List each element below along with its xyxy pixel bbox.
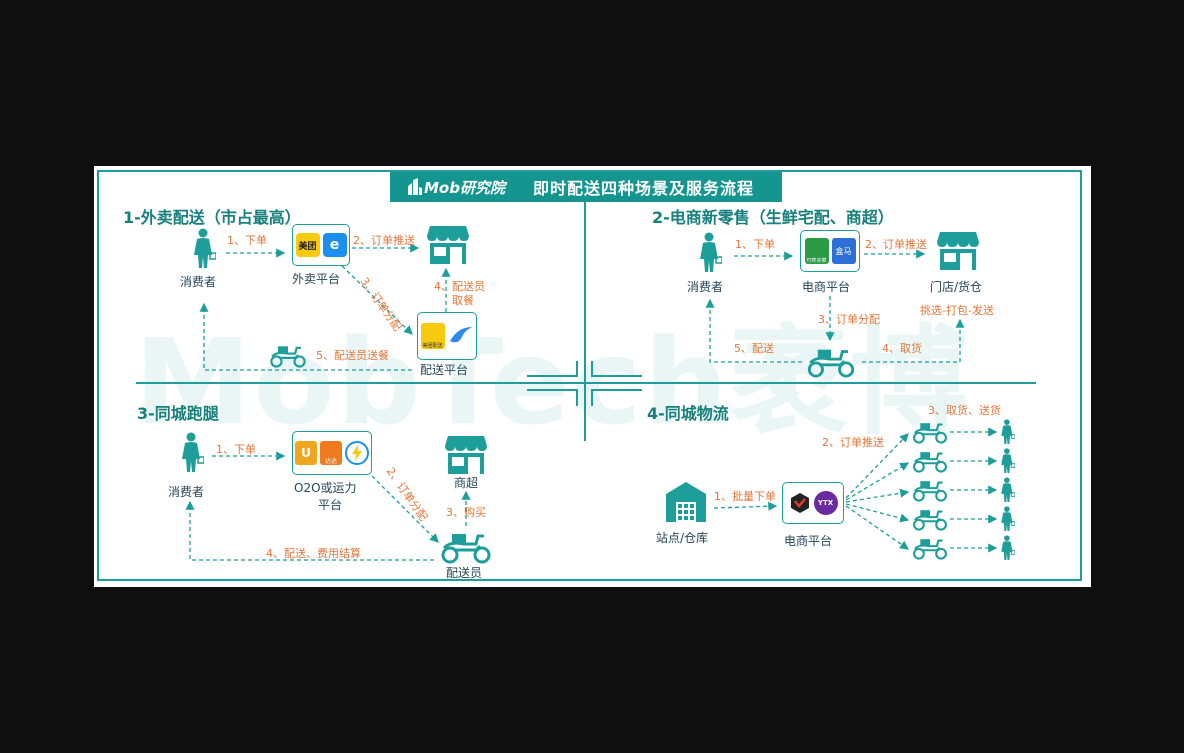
infographic-card: MobTech袤博 Mob研究院 即时配送四种场景及服务流程	[94, 166, 1091, 587]
s1-takeout-platform-box: 美团 e	[292, 224, 350, 266]
s4-scooter-icon-1	[912, 419, 948, 444]
s4-ecommerce-platform-label: 电商平台	[784, 534, 833, 548]
s2-step4: 4、取货	[882, 342, 922, 355]
section4-title: 4-同城物流	[647, 404, 729, 423]
s4-consumer-icon-4	[1000, 506, 1015, 531]
logo: Mob研究院	[406, 177, 505, 198]
s1-step4b: 取餐	[452, 294, 474, 307]
s4-warehouse-label: 站点/仓库	[656, 531, 709, 545]
section2-title: 2-电商新零售（生鲜宅配、商超）	[652, 208, 894, 227]
s1-step1: 1、下单	[227, 234, 267, 247]
s2-consumer-label: 消费者	[687, 280, 724, 294]
s4-consumer-icon-3	[1000, 477, 1015, 502]
lightning-app-icon	[345, 441, 369, 465]
s1-step2: 2、订单推送	[353, 234, 415, 247]
logistics-app-icon	[790, 493, 809, 513]
s1-consumer-label: 消费者	[180, 275, 217, 289]
divider-lines	[136, 202, 1036, 441]
s3-step4: 4、配送、费用结算	[266, 547, 361, 560]
s2-ecommerce-platform-box: 叮咚买菜 盒马	[800, 230, 860, 272]
s3-courier-label: 配送员	[446, 566, 483, 580]
s3-o2o-platform-label-1: O2O或运力	[294, 481, 357, 495]
s4-consumer-icon-1	[1000, 419, 1015, 444]
s4-scooter-icon-2	[912, 448, 948, 473]
s4-step1: 1、批量下单	[714, 490, 776, 503]
s1-step4: 4、配送员	[434, 280, 485, 293]
s3-supermarket-label: 商超	[454, 476, 479, 490]
s4-scooter-icon-3	[912, 477, 948, 502]
s4-scooter-icon-4	[912, 506, 948, 531]
s1-delivery-platform-box: 美团配送	[417, 312, 477, 360]
s3-flow-arrows	[185, 451, 471, 561]
s3-consumer-label: 消费者	[168, 485, 205, 499]
logo-building-icon	[408, 178, 422, 195]
s4-step3: 3、取货、送货	[928, 404, 1001, 417]
ytx-app-icon: YTX	[813, 491, 838, 515]
s2-ecommerce-platform-label: 电商平台	[802, 280, 851, 294]
section1-title: 1-外卖配送（市占最高）	[123, 208, 301, 227]
s4-consumer-icon-2	[1000, 448, 1015, 473]
s3-o2o-platform-box: U 达达	[292, 431, 372, 475]
s4-consumer-icon-5	[1000, 535, 1015, 560]
s1-flow-arrows	[199, 243, 451, 371]
meituan-app-icon: 美团	[295, 233, 320, 257]
s2-step3: 3、订单分配	[818, 313, 880, 326]
s4-scooter-icon-5	[912, 535, 948, 560]
s1-step5: 5、配送员送餐	[316, 349, 389, 362]
s1-takeout-platform-label: 外卖平台	[292, 272, 341, 286]
title-bar: Mob研究院 即时配送四种场景及服务流程	[390, 172, 782, 202]
s2-store-label: 门店/货仓	[930, 280, 983, 294]
eleme-app-icon: e	[322, 233, 347, 257]
outer-frame	[97, 170, 1082, 581]
section3-title: 3-同城跑腿	[137, 404, 219, 423]
meituan-delivery-icon: 美团配送	[420, 323, 445, 349]
s2-store-note: 挑选-打包-发送	[920, 304, 994, 317]
s2-step2: 2、订单推送	[865, 238, 927, 251]
hema-app-icon: 盒马	[831, 238, 856, 264]
s1-delivery-platform-label: 配送平台	[420, 363, 469, 377]
s4-ecommerce-platform-box: YTX	[782, 482, 844, 524]
s3-step3: 3、购买	[446, 506, 486, 519]
uu-app-icon: U	[295, 441, 317, 465]
logo-text: Mob研究院	[424, 178, 505, 197]
s4-step2: 2、订单推送	[822, 436, 884, 449]
page-title: 即时配送四种场景及服务流程	[532, 179, 754, 198]
s2-step5: 5、配送	[734, 342, 774, 355]
s3-step1: 1、下单	[216, 443, 256, 456]
fengniao-bird-icon	[449, 327, 472, 343]
dingdong-app-icon: 叮咚买菜	[804, 238, 829, 264]
s3-o2o-platform-label-2: 平台	[318, 498, 343, 512]
s2-flow-arrows	[705, 249, 965, 363]
s2-step1: 1、下单	[735, 238, 775, 251]
s4-flow-arrows	[713, 427, 998, 553]
dada-app-icon: 达达	[320, 441, 342, 465]
